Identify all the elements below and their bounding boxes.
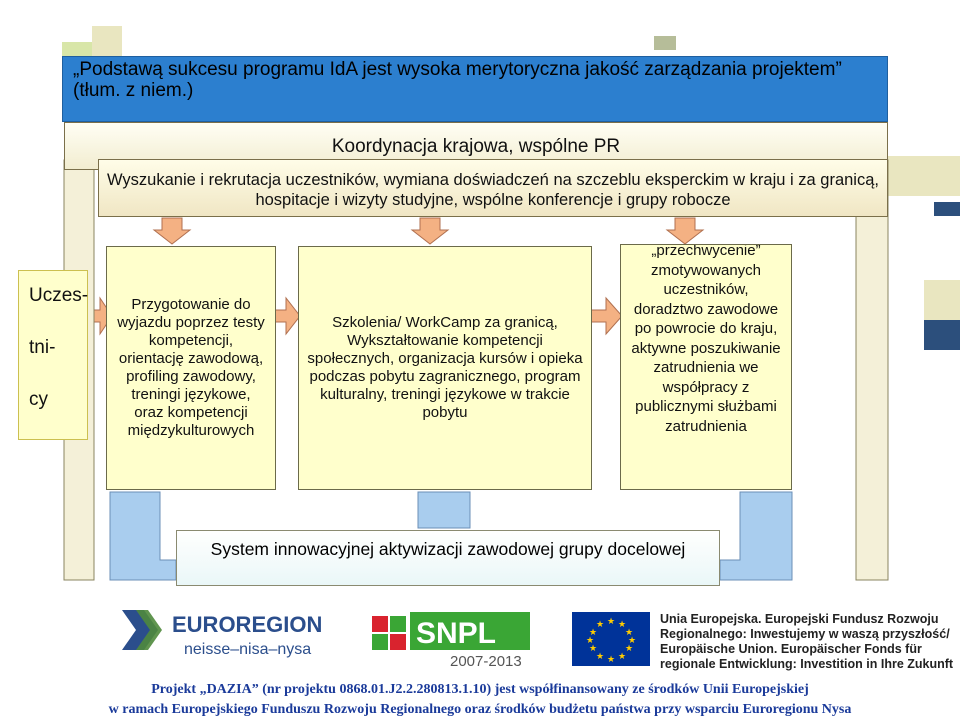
orange-arrow-down (410, 217, 450, 245)
svg-text:★: ★ (625, 628, 633, 638)
svg-text:★: ★ (618, 620, 626, 630)
system-text: System innowacyjnej aktywizacji zawodowe… (210, 539, 686, 559)
euroregion-sub: neisse–nisa–nysa (184, 641, 311, 658)
footer: Projekt „DAZIA” (nr projektu 0868.01.J2.… (0, 680, 960, 720)
box-przygotowanie-text: Przygotowanie do wyjazdu poprzez testy k… (117, 296, 265, 439)
svg-text:★: ★ (589, 644, 597, 654)
footer-line1: Projekt „DAZIA” (nr projektu 0868.01.J2.… (151, 682, 809, 697)
decor-square (62, 42, 92, 56)
eu-flag-icon: ★★★ ★★★ ★★★ ★★★ (572, 612, 650, 666)
uczestnicy-line3: cy (29, 389, 48, 410)
box-przechwycenie-text: „przechwycenie” zmotywowanych uczestnikó… (631, 244, 781, 435)
blue-arrow-right (719, 491, 793, 581)
euroregion-logo: EUROREGION neisse–nisa–nysa (122, 610, 322, 658)
footer-line2: w ramach Europejskiego Funduszu Rozwoju … (108, 702, 852, 717)
title-banner: „Podstawą sukcesu programu IdA jest wyso… (62, 56, 888, 122)
eu-line4: regionale Entwicklung: Investition in Ih… (660, 657, 954, 671)
svg-text:★: ★ (607, 655, 615, 665)
uczestnicy-line1: Uczes- (29, 285, 89, 306)
decor-square (880, 156, 960, 196)
snpl-main: SNPL (416, 617, 496, 650)
blue-arrow-middle (417, 491, 471, 529)
wyszukanie-box: Wyszukanie i rekrutacja uczestników, wym… (98, 159, 888, 217)
orange-arrow-down (152, 217, 192, 245)
svg-text:★: ★ (607, 617, 615, 627)
eu-funding-text: Unia Europejska. Europejski Fundusz Rozw… (660, 612, 960, 672)
box-przygotowanie: Przygotowanie do wyjazdu poprzez testy k… (106, 246, 276, 490)
decor-square (934, 202, 960, 216)
box-szkolenia-text: Szkolenia/ WorkCamp za granicą, Wykształ… (307, 314, 583, 421)
title-text: „Podstawą sukcesu programu IdA jest wyso… (73, 59, 842, 101)
box-szkolenia: Szkolenia/ WorkCamp za granicą, Wykształ… (298, 246, 592, 490)
uczestnicy-line2: tni- (29, 337, 56, 358)
system-box: System innowacyjnej aktywizacji zawodowe… (176, 530, 720, 586)
eu-line1: Unia Europejska. Europejski Fundusz Rozw… (660, 612, 939, 626)
svg-text:★: ★ (628, 636, 636, 646)
svg-text:★: ★ (586, 636, 594, 646)
box-przechwycenie: „przechwycenie” zmotywowanych uczestnikó… (620, 244, 792, 490)
svg-text:★: ★ (596, 652, 604, 662)
eu-line3: Europäische Union. Europäischer Fonds fü… (660, 642, 922, 656)
blue-arrow-left (109, 491, 177, 581)
uczestnicy-label: Uczes- tni- cy (18, 270, 88, 440)
wyszukanie-text: Wyszukanie i rekrutacja uczestników, wym… (106, 171, 879, 209)
decor-square (654, 36, 676, 50)
svg-text:★: ★ (625, 644, 633, 654)
svg-text:★: ★ (618, 652, 626, 662)
snpl-years: 2007-2013 (450, 653, 522, 670)
eu-line2: Regionalnego: Inwestujemy w waszą przysz… (660, 627, 950, 641)
snpl-logo: SNPL 2007-2013 (372, 612, 530, 670)
orange-arrow-down (665, 217, 705, 245)
decor-square (92, 26, 122, 56)
svg-text:★: ★ (596, 620, 604, 630)
svg-text:★: ★ (589, 628, 597, 638)
euroregion-main: EUROREGION (172, 612, 322, 637)
decor-square (924, 320, 960, 350)
decor-square (924, 280, 960, 320)
koordynacja-text: Koordynacja krajowa, wspólne PR (331, 136, 621, 157)
side-bar-right (855, 159, 889, 581)
